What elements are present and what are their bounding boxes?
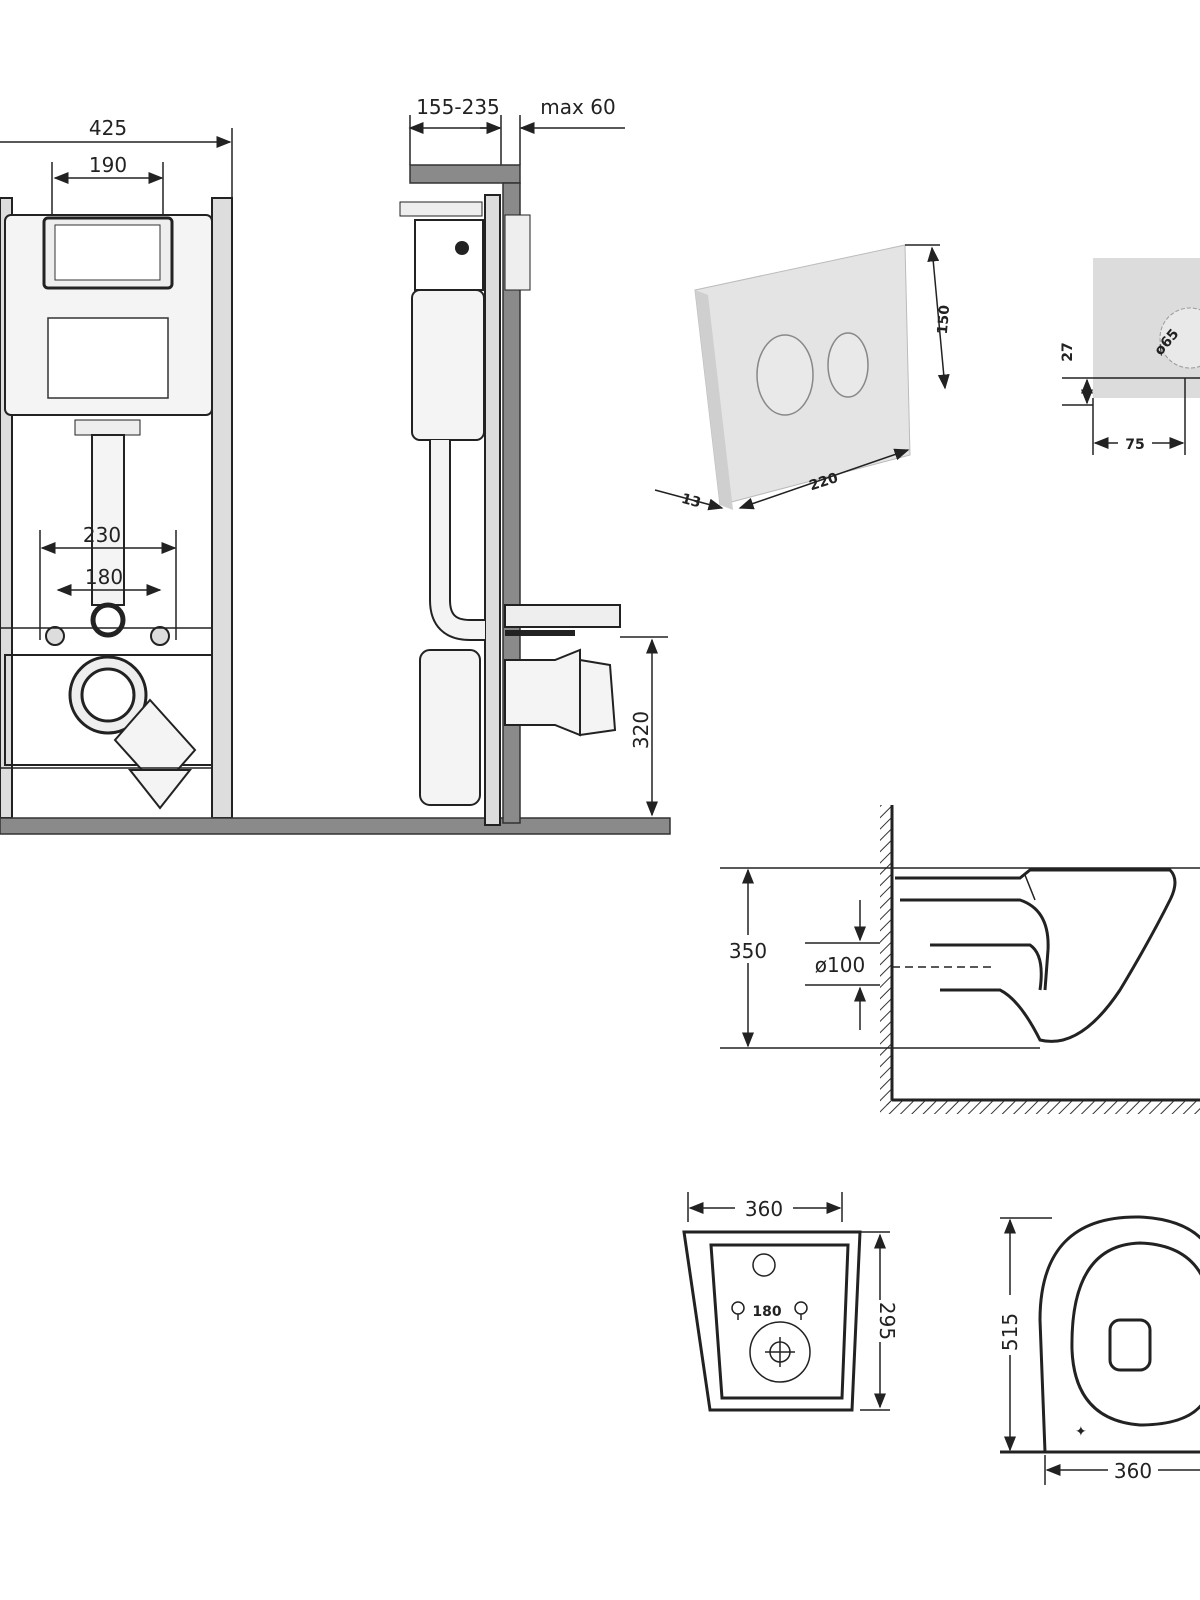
mount-point-icon: ✦ [1075, 1424, 1087, 1440]
dim-180: 180 [85, 565, 123, 589]
bowl-top-view: 515 ✦ 360 [996, 1215, 1200, 1485]
flush-plate-single: ø65 27 75 [1060, 258, 1200, 455]
wall-hatch [880, 805, 892, 1105]
floor-hatch [880, 1100, 1200, 1114]
dim-max-60: max 60 [540, 95, 615, 119]
dim-320: 320 [629, 711, 653, 749]
outlet-top [1108, 1318, 1152, 1372]
flush-plate-dual: 150 220 13 [654, 244, 954, 511]
dim-515: 515 [998, 1313, 1022, 1351]
dim-75: 75 [1125, 437, 1144, 453]
frame-side-view: 155-235 max 60 320 [399, 95, 668, 826]
dim-190: 190 [89, 153, 127, 177]
dim-360-back: 360 [745, 1197, 783, 1221]
cistern-side [411, 289, 485, 441]
dim-360-top: 360 [1114, 1459, 1152, 1483]
frame-front-view: 425 190 230 180 [0, 116, 233, 819]
bowl-back-view: 360 180 295 [682, 1192, 899, 1412]
bowl-side-view: 350 ø100 [720, 805, 1200, 1114]
flush-button-small [827, 332, 869, 398]
floor [0, 817, 671, 835]
dim-350: 350 [729, 939, 767, 963]
dim-13: 13 [680, 491, 703, 511]
flush-button-round [1159, 307, 1200, 369]
dim-425: 425 [89, 116, 127, 140]
dim-180-back: 180 [752, 1304, 781, 1320]
dim-o100: ø100 [815, 953, 865, 977]
flush-button-large [756, 334, 814, 416]
dim-295: 295 [875, 1302, 899, 1340]
wall-top [409, 164, 521, 184]
dim-230: 230 [83, 523, 121, 547]
outlet-elbow [419, 649, 481, 806]
flush-pipe [91, 434, 125, 606]
dim-150: 150 [935, 304, 954, 335]
dim-155-235: 155-235 [416, 95, 500, 119]
dim-27: 27 [1060, 342, 1076, 361]
